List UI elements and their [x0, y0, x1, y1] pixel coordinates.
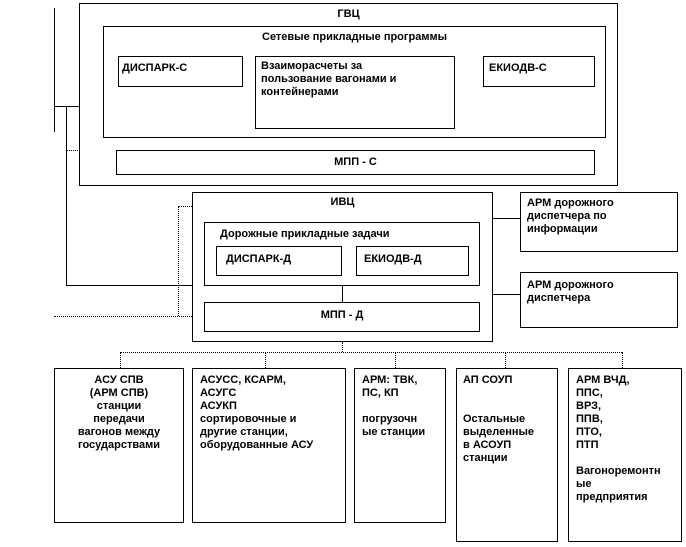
asu-spv-label: АСУ СПВ (АРМ СПВ) станции передачи вагон…: [77, 374, 161, 451]
dispark-d-box: [216, 246, 342, 276]
ekiodv-c-box: [483, 56, 595, 87]
drop-arm-tvk: [395, 352, 396, 368]
drop-asuss: [265, 352, 266, 368]
ekiodv-c-label: ЕКИОДВ-С: [489, 62, 547, 74]
mpp-d-down-line: [342, 342, 343, 352]
drop-asu-spv: [120, 352, 121, 368]
arm-vchd-box: [568, 368, 682, 542]
left-bus-line: [54, 8, 55, 132]
ivc-to-arm-info-line: [493, 218, 520, 219]
settlements-label: Взаиморасчеты за пользование вагонами и …: [261, 60, 397, 98]
asuss-label: АСУСС, КСАРМ, АСУГС АСУКП сортировочные …: [200, 374, 314, 451]
network-apps-title: Сетевые прикладные программы: [262, 31, 447, 43]
arm-tvk-label: АРМ: ТВК, ПС, КП погрузочн ые станции: [362, 374, 426, 438]
left-bus-to-ivc: [66, 285, 192, 286]
asuss-box: [192, 368, 346, 523]
drop-arm-vchd: [622, 352, 623, 368]
arm-dispatcher-label: АРМ дорожного диспетчера: [527, 279, 614, 304]
road-tasks-to-mpp-d-line: [342, 286, 343, 302]
gvc-title: ГВЦ: [337, 8, 360, 20]
ap-soup-label: АП СОУП Остальные выделенные в АСОУП ста…: [463, 374, 535, 464]
ekiodv-d-box: [356, 246, 469, 276]
distribution-line: [120, 352, 622, 353]
drop-ap-soup: [505, 352, 506, 368]
arm-info-box: [520, 192, 678, 252]
arm-tvk-box: [354, 368, 446, 523]
ap-soup-box: [456, 368, 558, 542]
asu-spv-box: [54, 368, 184, 523]
mpp-c-box: [116, 150, 595, 175]
dispark-c-label: ДИСПАРК-С: [122, 62, 188, 74]
mpp-d-label: МПП - Д: [320, 309, 364, 321]
arm-info-label: АРМ дорожного диспетчера по информации: [527, 197, 614, 235]
ivc-title: ИВЦ: [330, 196, 355, 208]
dispark-c-box: [118, 56, 243, 87]
dotted-connector-ivc-vertical: [178, 206, 179, 316]
mpp-c-label: МПП - С: [334, 156, 377, 168]
ivc-to-arm-dispatcher-line: [493, 294, 520, 295]
settlements-box: [255, 56, 455, 129]
mpp-d-box: [204, 302, 480, 332]
dotted-connector-ivc: [178, 206, 194, 207]
road-tasks-title: Дорожные прикладные задачи: [220, 228, 390, 240]
arm-dispatcher-box: [520, 272, 678, 328]
ekiodv-d-label: ЕКИОДВ-Д: [364, 253, 422, 265]
arm-vchd-label: АРМ ВЧД, ППС, ВРЗ, ППВ, ПТО, ПТП Вагонор…: [576, 374, 661, 503]
dotted-connector-vertical: [66, 150, 67, 210]
dispark-d-label: ДИСПАРК-Д: [226, 253, 292, 265]
dotted-connector-mpp-d: [54, 316, 204, 317]
